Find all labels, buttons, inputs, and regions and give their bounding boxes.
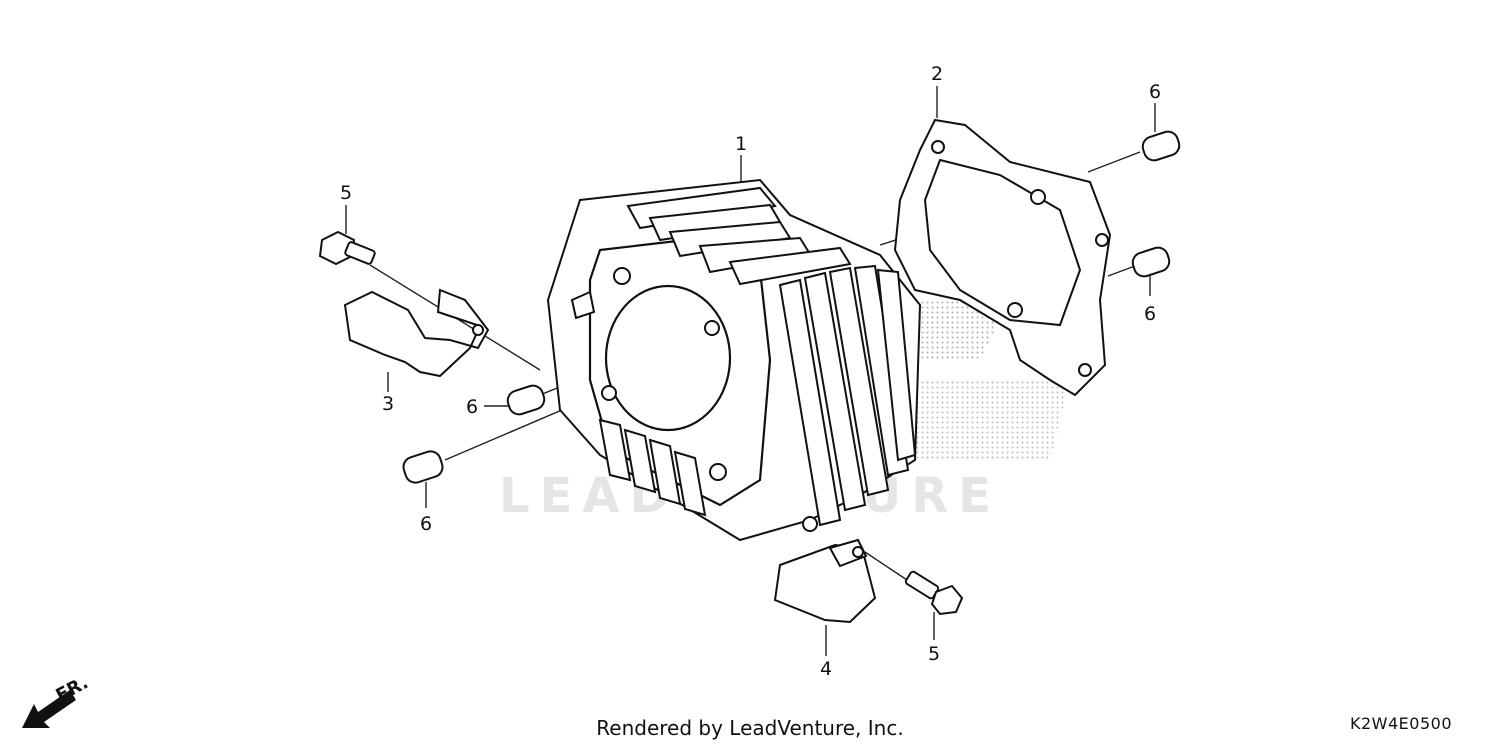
rendered-by-text: Rendered by LeadVenture, Inc. — [596, 716, 904, 740]
dowel-pins — [402, 130, 1181, 484]
callout-6-bottom-left: 6 — [420, 513, 432, 535]
guide-upper — [343, 288, 490, 378]
callout-5-upper: 5 — [340, 182, 352, 204]
callout-6-top-right: 6 — [1149, 81, 1161, 103]
flange-bolt-upper — [318, 230, 376, 266]
callout-5-lower: 5 — [928, 643, 940, 665]
callout-3: 3 — [382, 393, 394, 415]
cylinder-block — [546, 178, 922, 542]
callout-4: 4 — [820, 658, 832, 680]
callouts: 1 2 3 4 5 5 6 6 6 6 — [340, 63, 1161, 680]
diagram-code: K2W4E0500 — [1350, 714, 1452, 733]
callout-6-left: 6 — [466, 396, 478, 418]
callout-1: 1 — [735, 133, 747, 155]
cylinder-gasket — [893, 118, 1112, 397]
callout-2: 2 — [931, 63, 943, 85]
callout-6-right: 6 — [1144, 303, 1156, 325]
guide-lower — [773, 516, 877, 624]
flange-bolt-lower — [904, 570, 964, 616]
